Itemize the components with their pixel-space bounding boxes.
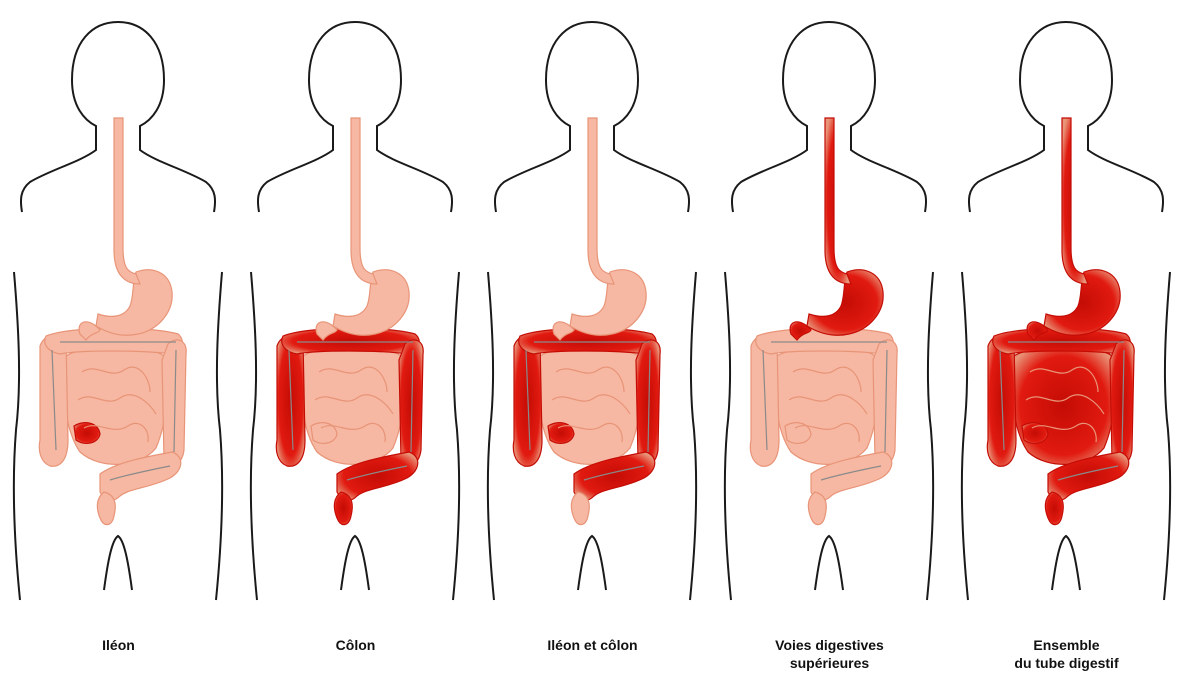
head-shoulder-left — [495, 22, 592, 212]
rectum — [571, 492, 589, 525]
small-intestine — [538, 347, 642, 464]
panel-whole-tract: Ensemble du tube digestif — [948, 0, 1185, 679]
head-shoulder-left — [258, 22, 355, 212]
caption-line: du tube digestif — [948, 654, 1185, 672]
rectum — [97, 492, 115, 525]
body-diagram — [237, 0, 474, 630]
head-shoulder-left — [969, 22, 1066, 212]
torso-right — [216, 272, 222, 600]
head-shoulder-left — [732, 22, 829, 212]
small-intestine-inflamed — [1012, 347, 1116, 464]
torso-right — [1164, 272, 1170, 600]
panel-ileon: Iléon — [0, 0, 237, 679]
caption-line: supérieures — [711, 654, 948, 672]
head-shoulder-right — [829, 22, 926, 212]
rectum-inflamed — [334, 492, 352, 525]
panel-upper-tract: Voies digestives supérieures — [711, 0, 948, 679]
panel-caption: Ensemble du tube digestif — [948, 636, 1185, 672]
esophagus — [351, 118, 377, 284]
panel-ileon-colon: Iléon et côlon — [474, 0, 711, 679]
esophagus — [114, 118, 140, 284]
torso-right — [690, 272, 696, 600]
esophagus-inflamed — [825, 118, 851, 284]
torso-left — [14, 272, 20, 600]
body-diagram — [474, 0, 711, 630]
body-diagram — [711, 0, 948, 630]
small-intestine — [775, 347, 879, 464]
rectum-inflamed — [1045, 492, 1063, 525]
caption-line: Ensemble — [948, 636, 1185, 654]
crotch-line — [815, 536, 843, 590]
head-shoulder-left — [21, 22, 118, 212]
caption-line: Côlon — [237, 636, 474, 654]
panel-caption: Iléon et côlon — [474, 636, 711, 654]
caption-line: Voies digestives — [711, 636, 948, 654]
torso-left — [251, 272, 257, 600]
crotch-line — [104, 536, 132, 590]
panel-colon: Côlon — [237, 0, 474, 679]
torso-right — [927, 272, 933, 600]
torso-left — [725, 272, 731, 600]
head-shoulder-right — [355, 22, 452, 212]
caption-line: Iléon — [0, 636, 237, 654]
panel-caption: Iléon — [0, 636, 237, 654]
body-diagram — [0, 0, 237, 630]
small-intestine — [301, 347, 405, 464]
caption-line: Iléon et côlon — [474, 636, 711, 654]
head-shoulder-right — [592, 22, 689, 212]
torso-right — [453, 272, 459, 600]
torso-left — [488, 272, 494, 600]
esophagus — [588, 118, 614, 284]
panel-caption: Côlon — [237, 636, 474, 654]
head-shoulder-right — [1066, 22, 1163, 212]
torso-left — [962, 272, 968, 600]
crotch-line — [1052, 536, 1080, 590]
head-shoulder-right — [118, 22, 215, 212]
rectum — [808, 492, 826, 525]
panel-caption: Voies digestives supérieures — [711, 636, 948, 672]
body-diagram — [948, 0, 1185, 630]
crotch-line — [578, 536, 606, 590]
esophagus-inflamed — [1062, 118, 1088, 284]
crotch-line — [341, 536, 369, 590]
small-intestine — [64, 347, 168, 464]
